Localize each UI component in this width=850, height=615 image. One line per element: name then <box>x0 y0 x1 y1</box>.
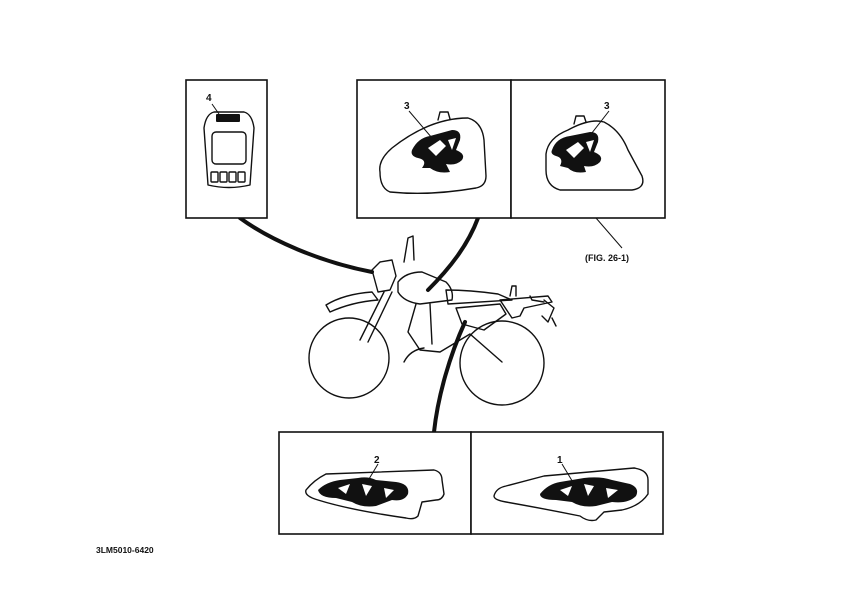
leader-lines <box>238 216 623 434</box>
bike-side-cover <box>455 303 507 331</box>
headlight-cowl <box>203 111 255 189</box>
headlight-slots <box>210 171 246 183</box>
callout-4: 4 <box>206 93 212 104</box>
side-cover-left-decal <box>318 477 409 507</box>
bike-tank <box>397 271 454 305</box>
callout-3-right: 3 <box>604 101 610 112</box>
document-code: 3LM5010-6420 <box>96 545 154 555</box>
side-cover-left-outline <box>305 469 445 520</box>
figure-reference: (FIG. 26-1) <box>585 253 629 263</box>
leader-headlight <box>238 216 374 274</box>
callout-2: 2 <box>374 455 380 466</box>
headlight-lens <box>211 131 247 165</box>
panel-side-covers: 2 1 <box>278 431 664 535</box>
leader-fig-ref <box>595 217 623 249</box>
front-wheel <box>308 317 390 399</box>
callout-1: 1 <box>557 455 563 466</box>
leader-side-cover <box>432 320 467 434</box>
rear-fender <box>499 295 553 319</box>
leader-tank <box>426 216 480 292</box>
panel-fuel-tank: 3 3 <box>356 79 666 219</box>
front-fender <box>325 291 379 313</box>
panel-headlight: 4 <box>185 79 268 219</box>
panel-frame <box>185 79 268 219</box>
bike-headlight <box>371 259 397 293</box>
callout-3-left: 3 <box>404 101 410 112</box>
rear-wheel <box>459 320 545 406</box>
headlight-decal <box>216 114 240 122</box>
tank-right-outline <box>545 120 644 191</box>
side-cover-right-outline <box>493 467 649 522</box>
motorcycle <box>308 235 557 406</box>
tank-left-outline <box>379 117 487 195</box>
